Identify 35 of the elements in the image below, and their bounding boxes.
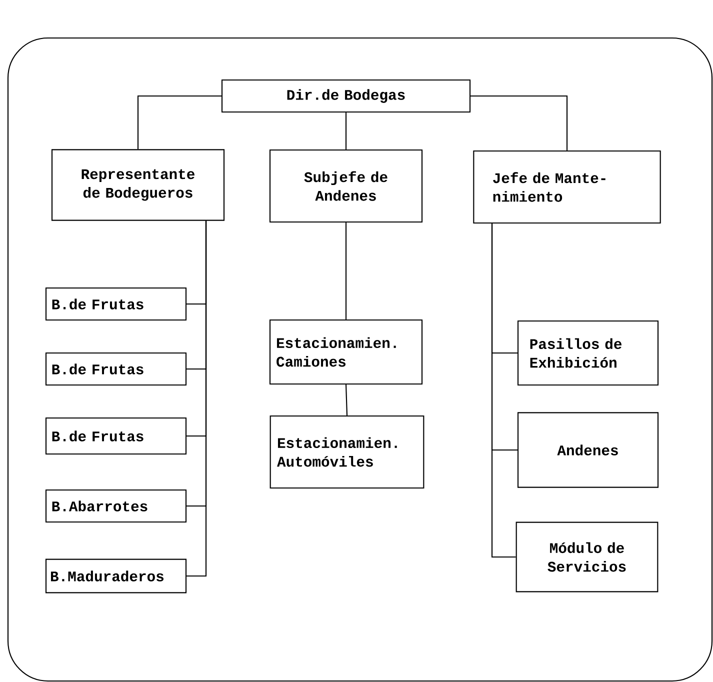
org-box bbox=[270, 415, 424, 489]
org-box bbox=[221, 79, 471, 113]
connector-line bbox=[186, 220, 207, 577]
connector-line bbox=[137, 95, 222, 150]
node-label: B.Abarrotes bbox=[52, 500, 148, 512]
org-box bbox=[473, 150, 661, 224]
org-box bbox=[517, 412, 659, 488]
node-label: B.de Frutas bbox=[52, 364, 144, 374]
org-box bbox=[45, 489, 187, 523]
node-label: Jefe de Mante-nimiento bbox=[493, 172, 606, 202]
node-label: Estacionamien. Automóviles bbox=[277, 437, 397, 467]
connector-line bbox=[345, 112, 347, 150]
node-label: Estacionamien. Camiones bbox=[276, 337, 396, 367]
org-box bbox=[269, 149, 423, 223]
org-box bbox=[516, 522, 658, 592]
node-label: Andenes bbox=[557, 444, 618, 456]
connector-line bbox=[345, 222, 347, 320]
node-label: Representante de Bodegueros bbox=[82, 169, 194, 201]
org-box bbox=[45, 417, 187, 455]
node-label: B.Maduraderos bbox=[50, 570, 164, 582]
connector-line bbox=[491, 224, 516, 558]
org-box bbox=[517, 320, 659, 386]
connector-line bbox=[470, 95, 568, 150]
org-box bbox=[51, 149, 225, 221]
org-box bbox=[45, 352, 187, 386]
node-label: B.de Frutas bbox=[52, 298, 144, 310]
node-label: B.de Frutas bbox=[52, 430, 144, 442]
node-label: Subjefe de Andenes bbox=[304, 171, 388, 201]
org-box bbox=[269, 319, 423, 385]
node-label: Pasillos de Exhibición bbox=[530, 338, 622, 368]
node-label: Dir.de Bodegas bbox=[287, 89, 405, 103]
node-label: Módulo de Servicios bbox=[548, 542, 626, 572]
org-box bbox=[45, 287, 187, 321]
connector-line bbox=[345, 384, 348, 416]
org-box bbox=[45, 558, 187, 594]
